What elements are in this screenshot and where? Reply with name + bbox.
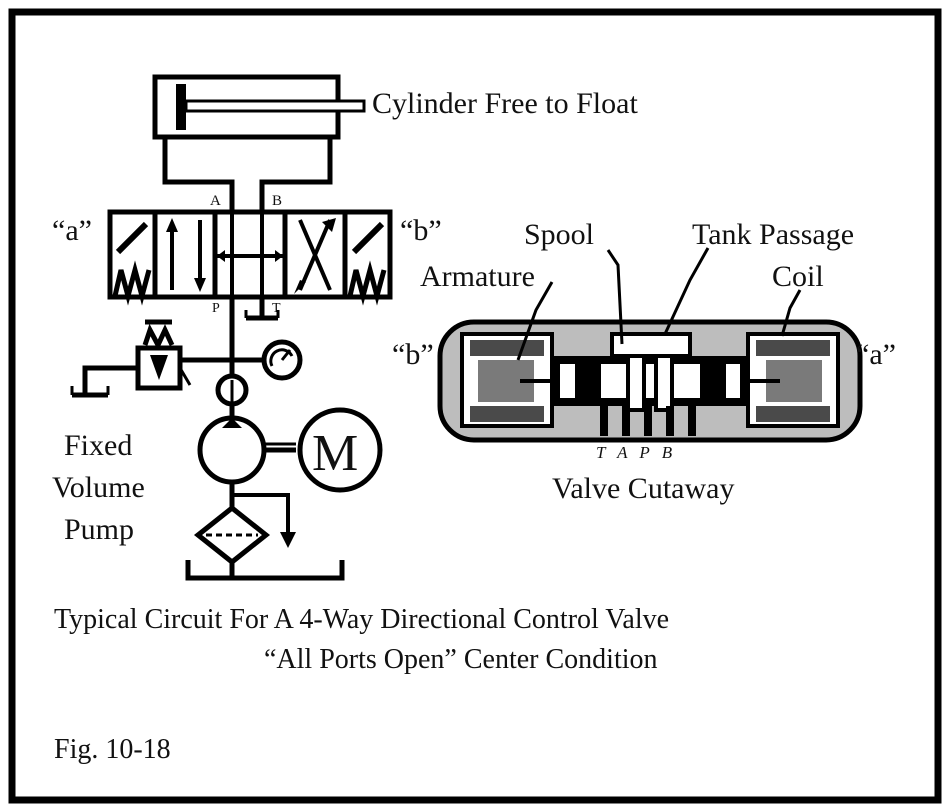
cutaway-a-label: “a” bbox=[856, 338, 896, 371]
valve-cutaway-label: Valve Cutaway bbox=[552, 472, 734, 505]
valve-port-b-label: B bbox=[272, 193, 282, 209]
solenoid-a-label: “a” bbox=[52, 214, 92, 247]
valve-port-t-label: T bbox=[272, 301, 281, 316]
spool-label: Spool bbox=[524, 218, 594, 251]
caption-line-1: Typical Circuit For A 4-Way Directional … bbox=[54, 604, 669, 635]
check-valve-symbol bbox=[215, 373, 249, 407]
cylinder-label: Cylinder Free to Float bbox=[372, 87, 638, 120]
solenoid-b-label: “b” bbox=[400, 214, 442, 247]
figure-number: Fig. 10-18 bbox=[54, 734, 171, 765]
pump-label-line3: Pump bbox=[64, 513, 134, 546]
pump-label-line2: Volume bbox=[52, 471, 145, 504]
electric-motor-symbol: M bbox=[297, 407, 383, 493]
directional-valve-symbol bbox=[107, 209, 393, 306]
cylinder-symbol bbox=[152, 74, 366, 212]
valve-port-p-label: P bbox=[212, 301, 220, 316]
cutaway-ports-label: T A P B bbox=[596, 443, 676, 462]
valve-cutaway-drawing bbox=[437, 319, 863, 443]
valve-port-a-label: A bbox=[210, 193, 221, 209]
tank-passage-label: Tank Passage bbox=[692, 218, 854, 251]
coil-label: Coil bbox=[772, 260, 824, 293]
cutaway-b-label: “b” bbox=[392, 338, 434, 371]
armature-label: Armature bbox=[420, 260, 535, 293]
pressure-gauge bbox=[261, 339, 303, 381]
pump-label-line1: Fixed bbox=[64, 429, 132, 462]
fixed-volume-pump-symbol bbox=[197, 415, 267, 485]
caption-line-2: “All Ports Open” Center Condition bbox=[264, 644, 658, 675]
motor-label: M bbox=[312, 425, 358, 482]
relief-valve-symbol bbox=[70, 319, 192, 398]
